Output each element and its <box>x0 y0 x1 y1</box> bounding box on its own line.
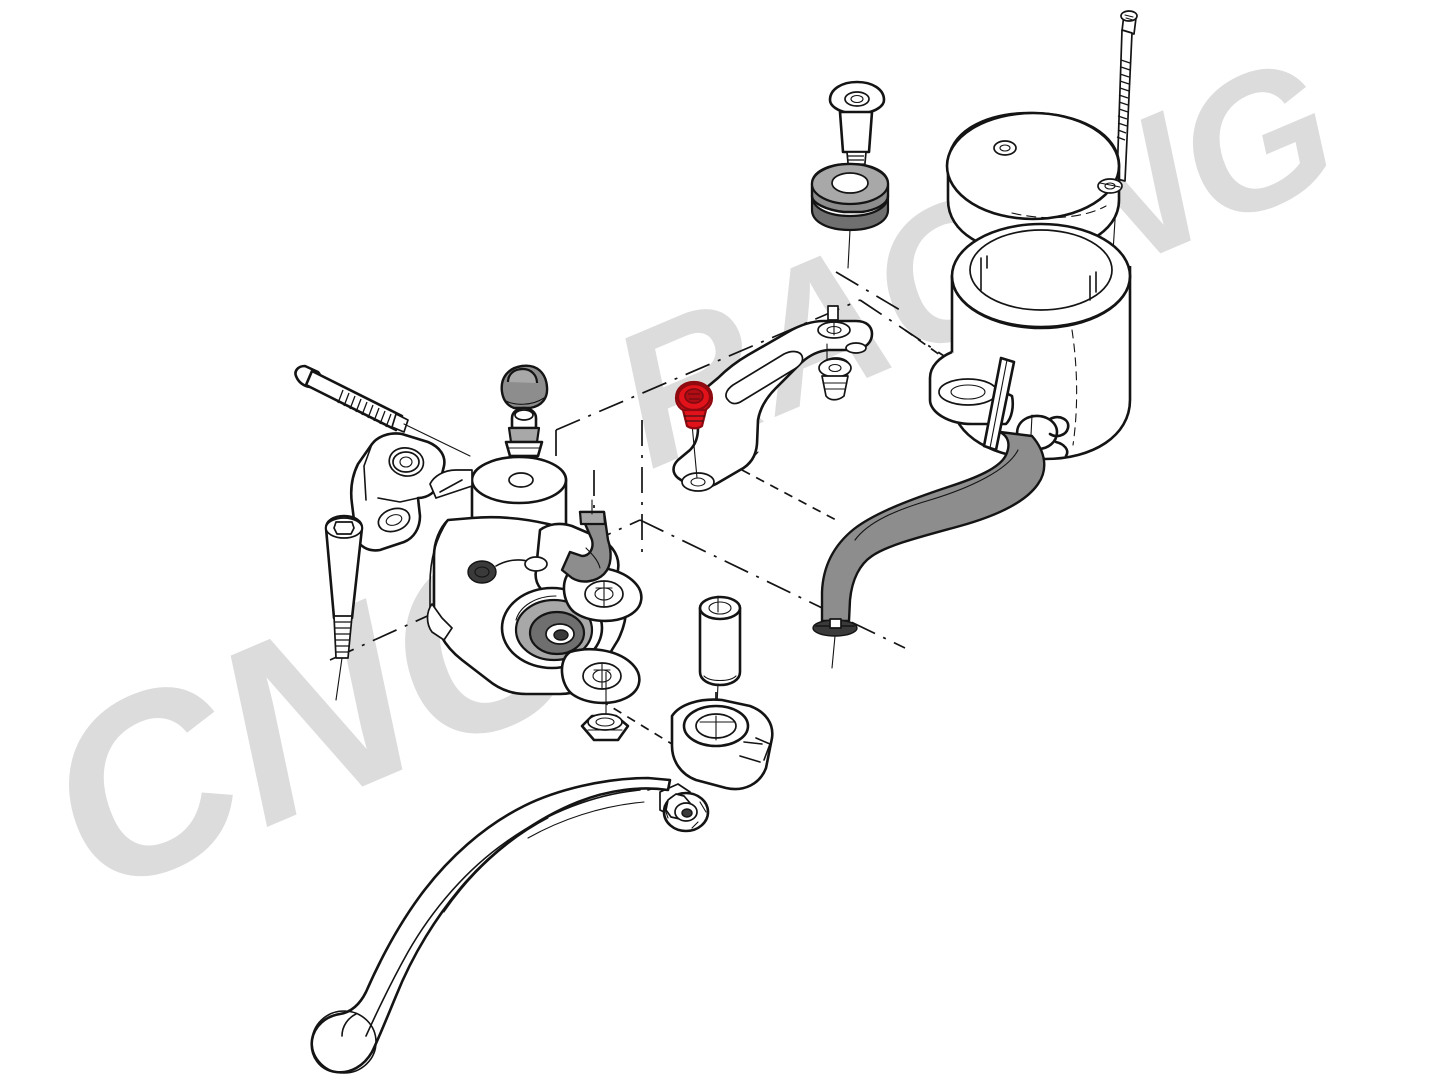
pivot-lock-nut <box>580 671 630 742</box>
reservoir-body <box>928 222 1132 461</box>
pivot-shoulder-stud <box>324 514 364 701</box>
bracket-grommet-upper <box>827 305 839 336</box>
master-cylinder-body <box>426 455 643 705</box>
clamp-bolt <box>294 364 471 457</box>
reservoir-support-bracket <box>672 319 874 492</box>
span-adjuster-dial <box>647 783 710 833</box>
highlighted-bracket-bolt <box>674 380 714 479</box>
brake-switch-boot <box>500 364 549 410</box>
lever-pivot-housing <box>670 698 774 791</box>
reservoir-cap <box>945 111 1123 255</box>
handlebar-clamp <box>349 432 446 552</box>
pivot-sleeve <box>698 595 742 727</box>
damper-bushing <box>810 162 890 269</box>
hose-inlet-washer <box>812 618 858 669</box>
brake-lever <box>310 776 672 1074</box>
bracket-grommet-lower <box>818 343 852 401</box>
reservoir-feed-hose <box>820 430 1046 623</box>
outlet-elbow-fitting <box>560 499 612 583</box>
